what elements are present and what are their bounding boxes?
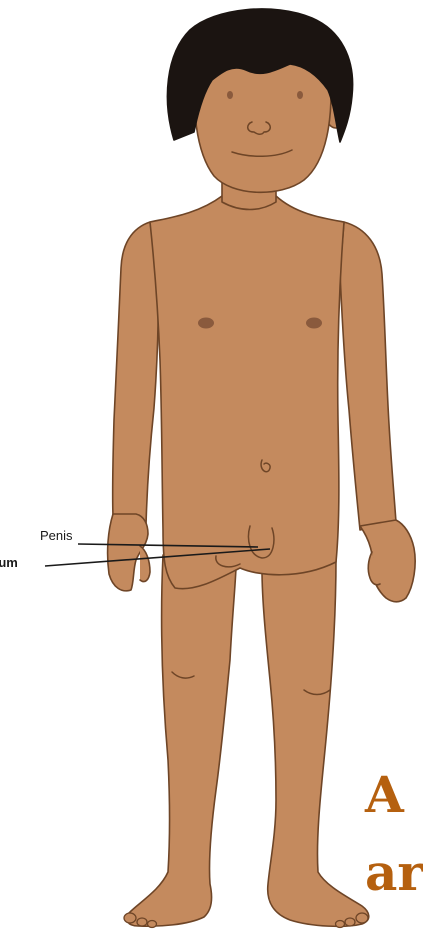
- right-leg: [262, 558, 369, 926]
- left-nipple: [198, 318, 214, 329]
- torso: [150, 196, 344, 589]
- left-toe: [124, 913, 136, 923]
- right-toe: [336, 921, 345, 928]
- left-arm: [113, 222, 159, 526]
- left-thumb: [140, 546, 150, 582]
- heading-line-2: ar: [365, 848, 423, 898]
- right-nipple: [306, 318, 322, 329]
- right-toe: [356, 913, 368, 923]
- right-eye: [297, 91, 303, 99]
- penis-label: Penis: [40, 529, 73, 542]
- left-toe: [137, 918, 147, 926]
- heading-line-1: A: [365, 770, 404, 820]
- right-toe: [345, 918, 355, 926]
- scrotum-label: tum: [0, 556, 18, 569]
- right-arm: [340, 222, 396, 530]
- left-eye: [227, 91, 233, 99]
- left-leg: [127, 555, 236, 926]
- left-toe: [148, 921, 157, 928]
